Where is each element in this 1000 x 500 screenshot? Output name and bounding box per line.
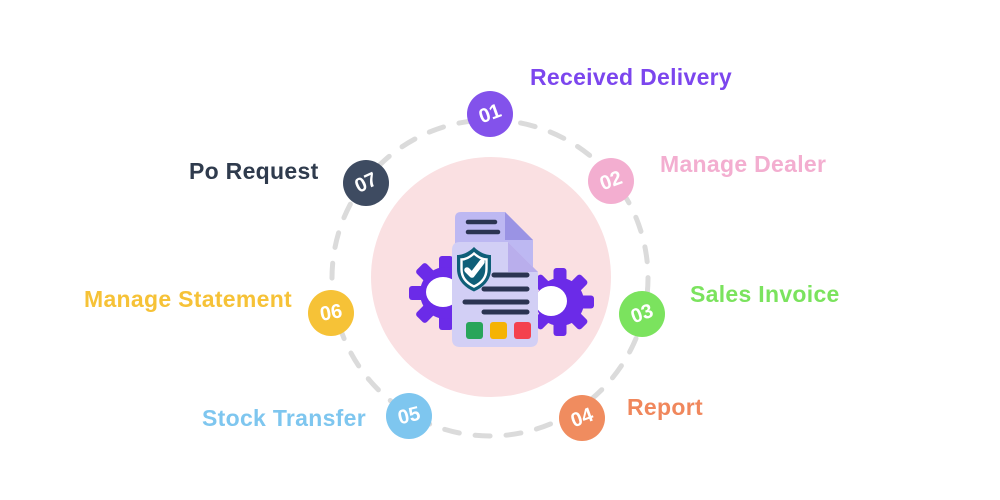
document-text-lines bbox=[462, 272, 530, 315]
square-amber bbox=[490, 322, 507, 339]
step-badge-02: 02 bbox=[588, 158, 634, 204]
gear-right-hole bbox=[535, 286, 567, 316]
step-label-po-request: Po Request bbox=[189, 158, 319, 184]
step-number: 05 bbox=[395, 402, 423, 430]
square-red bbox=[514, 322, 531, 339]
document-back-fold bbox=[505, 212, 533, 240]
step-label-stock-transfer: Stock Transfer bbox=[202, 405, 366, 431]
secured-document-with-gears-icon bbox=[409, 212, 594, 347]
step-badge-06: 06 bbox=[308, 290, 354, 336]
step-badge-07: 07 bbox=[343, 160, 389, 206]
step-badge-01: 01 bbox=[467, 91, 513, 137]
step-badge-03: 03 bbox=[619, 291, 665, 337]
step-number: 03 bbox=[627, 299, 657, 329]
step-number: 06 bbox=[318, 300, 344, 326]
step-label-manage-dealer: Manage Dealer bbox=[660, 151, 827, 177]
step-number: 04 bbox=[567, 403, 597, 433]
step-badge-05: 05 bbox=[386, 393, 432, 439]
step-number: 01 bbox=[475, 99, 505, 129]
document-front-fold bbox=[508, 242, 538, 272]
step-number: 07 bbox=[351, 168, 381, 198]
step-badge-04: 04 bbox=[559, 395, 605, 441]
step-label-report: Report bbox=[627, 394, 703, 420]
step-number: 02 bbox=[596, 166, 626, 196]
checkmark-icon bbox=[464, 259, 485, 278]
step-label-manage-statement: Manage Statement bbox=[84, 286, 293, 312]
shield-check-icon bbox=[457, 247, 491, 292]
document-front-icon bbox=[452, 242, 538, 347]
gear-left-hole bbox=[426, 277, 460, 307]
square-green bbox=[466, 322, 483, 339]
step-label-received-delivery: Received Delivery bbox=[530, 64, 733, 90]
step-label-sales-invoice: Sales Invoice bbox=[690, 281, 840, 307]
